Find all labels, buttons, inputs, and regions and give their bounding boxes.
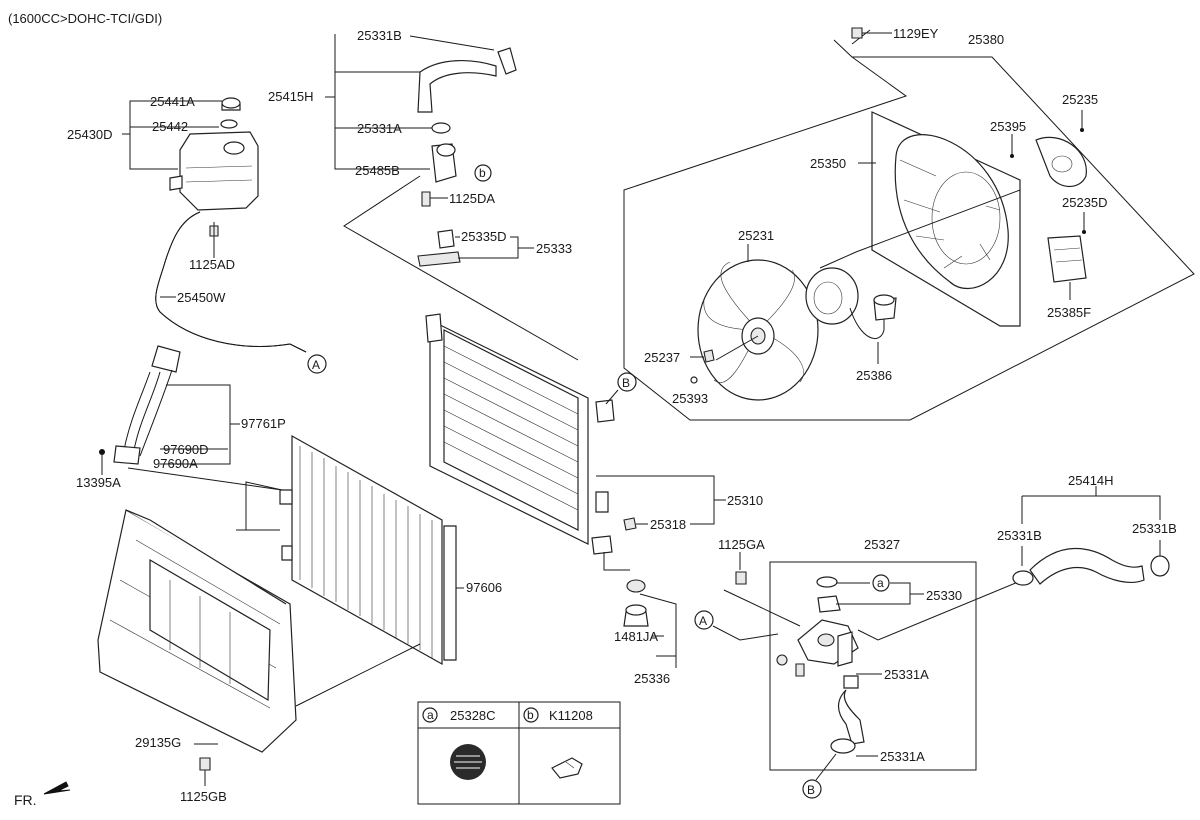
label-25310: 25310 [727,493,763,508]
legend-table: a 25328C b K11208 [417,701,621,805]
legend-a-letter: a [427,708,434,722]
svg-text:B: B [622,376,630,390]
label-13395A: 13395A [76,475,121,490]
label-97606: 97606 [466,580,502,595]
label-25235: 25235 [1062,92,1098,107]
radiator-cap [623,579,649,627]
label-25336: 25336 [634,671,670,686]
label-25231: 25231 [738,228,774,243]
engine-note: (1600CC>DOHC-TCI/GDI) [8,11,162,26]
label-1125AD: 1125AD [189,257,235,272]
label-29135G: 29135G [135,735,181,750]
label-25331B-right: 25331B [1132,521,1177,536]
label-25442: 25442 [152,119,188,134]
radiator [425,313,615,555]
label-97761P: 97761P [241,416,286,431]
label-25380: 25380 [968,32,1004,47]
callout-b-top [474,164,492,182]
svg-text:b: b [479,166,486,180]
air-guard [97,509,297,753]
callout-B-radiator [617,372,637,392]
label-1481JA: 1481JA [614,629,658,644]
label-25386: 25386 [856,368,892,383]
legend-a-part: 25328C [450,708,496,723]
legend-b-part: K11208 [549,708,593,723]
svg-text:B: B [807,783,815,797]
condenser [279,434,457,666]
front-label: FR. [14,792,37,808]
label-25237: 25237 [644,350,680,365]
label-25331B-top: 25331B [357,28,402,43]
fan-shroud [871,111,1021,327]
label-25327: 25327 [864,537,900,552]
fan-motor [805,267,897,340]
callout-a-thermostat [872,574,890,592]
label-25385F: 25385F [1047,305,1091,320]
fan-blade [697,259,819,401]
label-25330: 25330 [926,588,962,603]
svg-text:A: A [312,358,320,372]
label-1129EY: 1129EY [893,26,939,41]
label-25331A-right2: 25331A [880,749,925,764]
label-97690A: 97690A [153,456,198,471]
label-25331A-right1: 25331A [884,667,929,682]
label-25333: 25333 [536,241,572,256]
front-arrow-icon [43,781,71,795]
label-25450W: 25450W [177,290,226,305]
label-25430D: 25430D [67,127,113,142]
lower-hose-group [1012,547,1170,586]
label-25395: 25395 [990,119,1026,134]
label-25414H: 25414H [1068,473,1114,488]
label-25415H: 25415H [268,89,314,104]
label-25441A: 25441A [150,94,195,109]
label-25331B-left: 25331B [997,528,1042,543]
label-25235D: 25235D [1062,195,1108,210]
reservoir-group [155,97,307,353]
label-1125GB: 1125GB [180,789,227,804]
upper-hose-group [417,47,517,267]
label-25393: 25393 [672,391,708,406]
label-25485B: 25485B [355,163,400,178]
legend-b-letter: b [527,708,534,722]
label-25335D: 25335D [461,229,507,244]
label-1125DA: 1125DA [449,191,495,206]
seal-label-icon [450,744,486,780]
callout-A-right [694,610,714,630]
label-1125GA: 1125GA [718,537,765,552]
svg-text:a: a [877,576,884,590]
svg-text:A: A [699,614,707,628]
clip-icon [551,757,583,779]
thermostat-housing [776,576,865,754]
label-25318: 25318 [650,517,686,532]
label-97690D: 97690D [163,442,209,457]
callout-B-bottom [802,779,822,799]
pipe-bracket [99,345,181,465]
callout-A-left [307,354,327,374]
label-25331A-top: 25331A [357,121,402,136]
label-25350: 25350 [810,156,846,171]
